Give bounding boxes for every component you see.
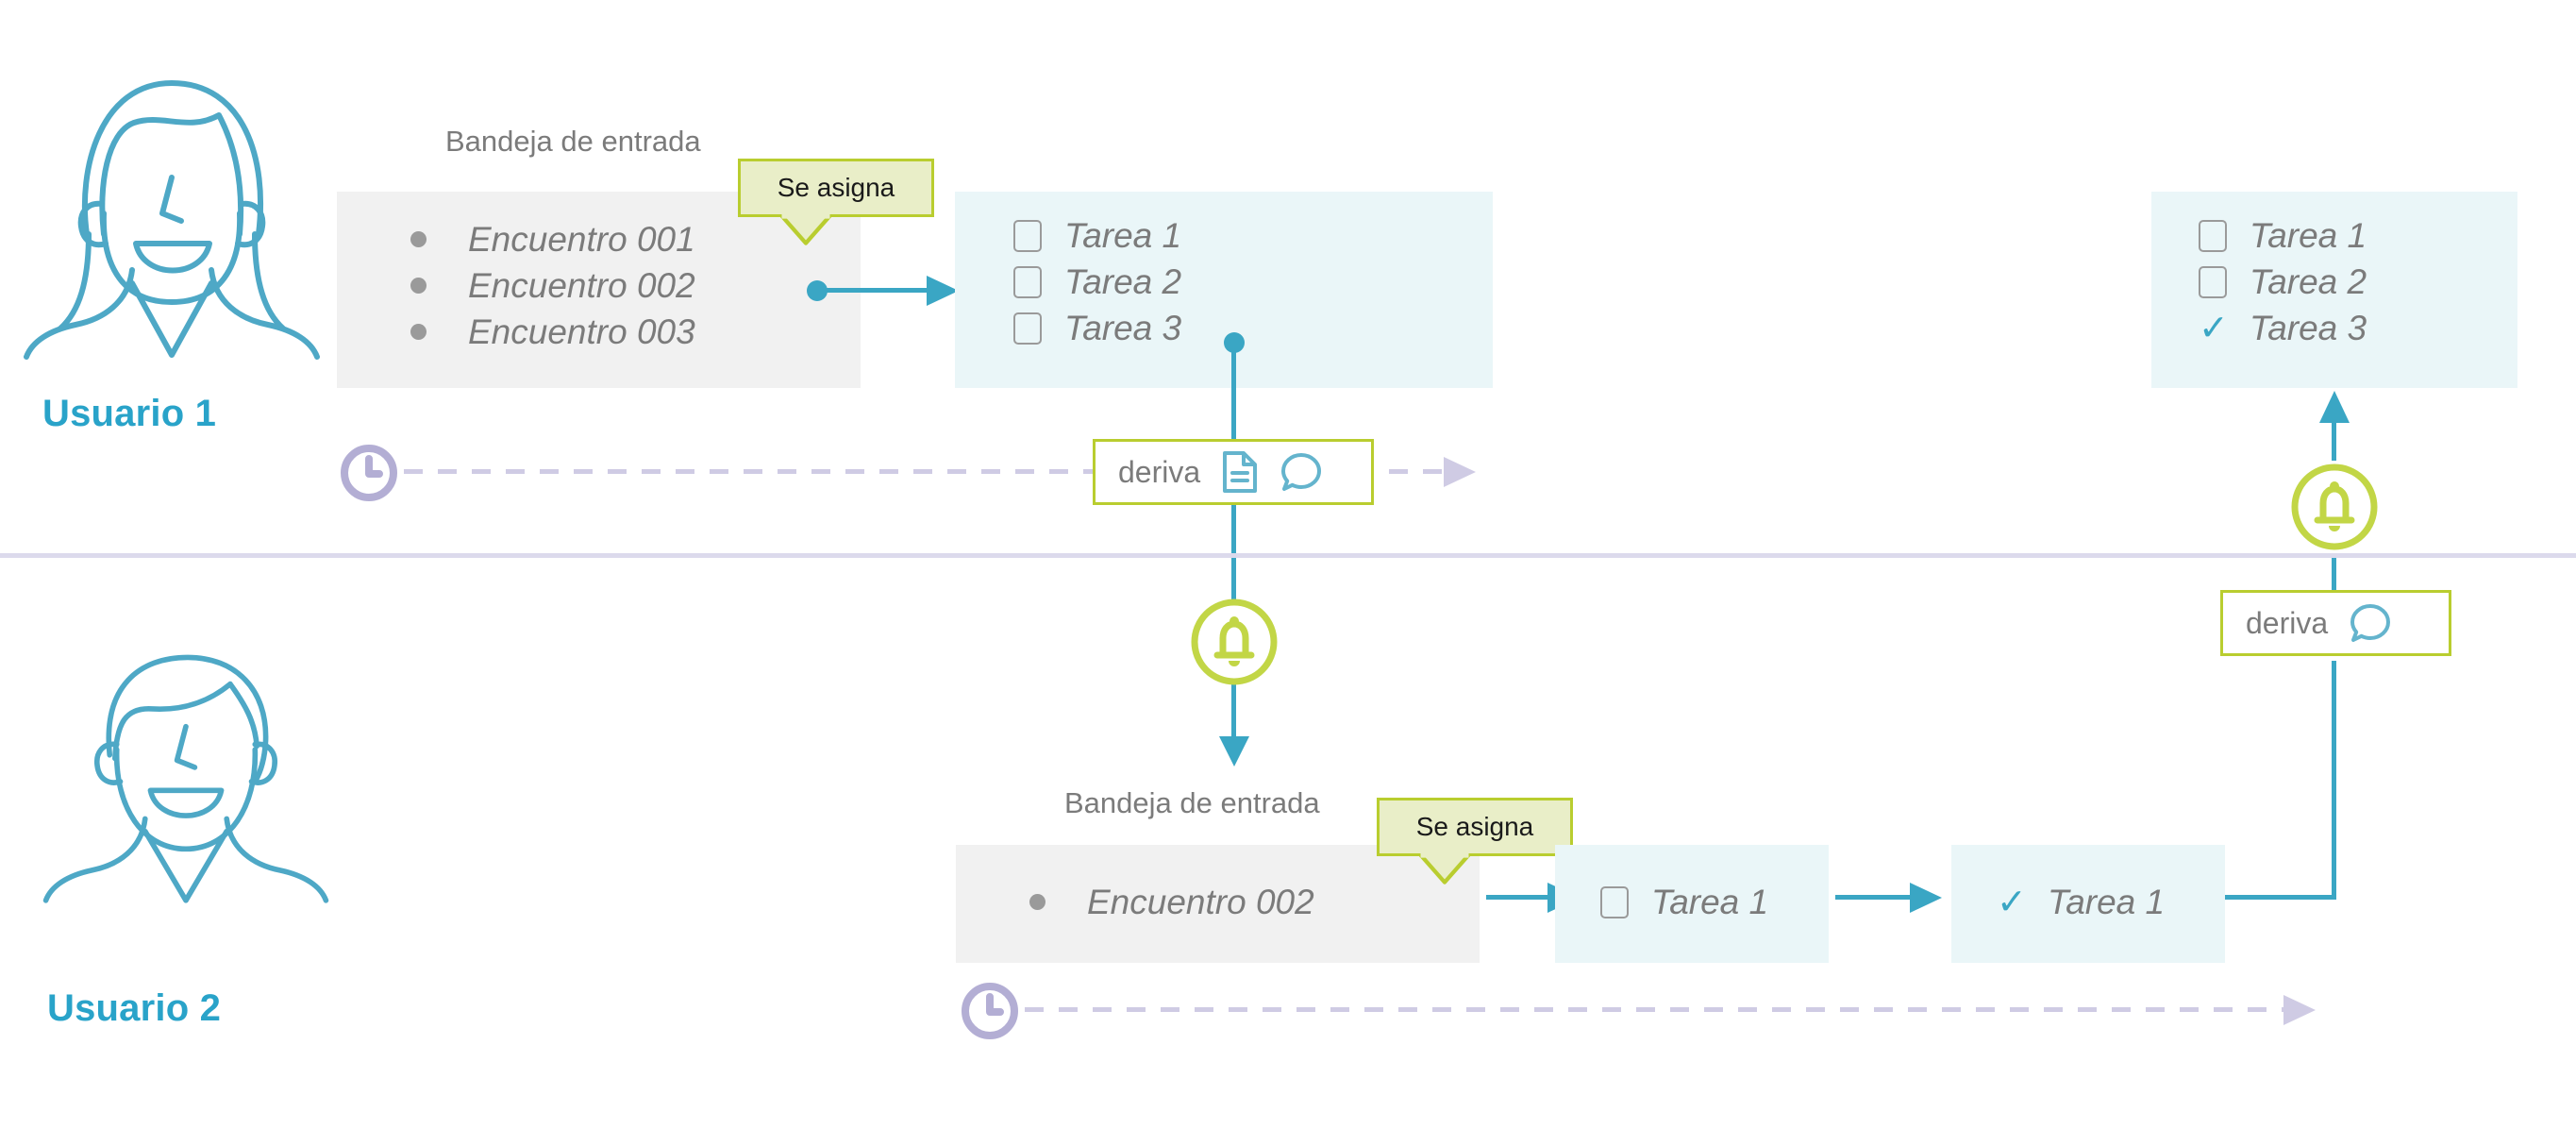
checkbox-unchecked-icon[interactable]	[1013, 219, 1042, 252]
callout-tail-icon	[1418, 851, 1471, 885]
timeline-line	[404, 469, 1451, 474]
task-panel-final: ✓ Tarea 1	[1951, 845, 2225, 963]
inbox-list: Encuentro 002	[956, 845, 1480, 925]
avatar	[21, 45, 323, 366]
connector-line	[826, 288, 934, 293]
list-item[interactable]: Tarea 3	[1013, 305, 1493, 351]
callout-body: Se asigna	[1377, 798, 1573, 856]
inbox-panel: Encuentro 002	[956, 845, 1480, 963]
callout-tail-icon	[779, 212, 832, 245]
task-list: ✓ Tarea 1	[1951, 845, 2225, 925]
task-label: Tarea 3	[2250, 308, 2367, 347]
bullet-icon	[410, 324, 427, 340]
list-item[interactable]: ✓ Tarea 1	[1997, 879, 2225, 925]
task-label: Tarea 1	[1651, 882, 1769, 921]
checkbox-unchecked-icon[interactable]	[2199, 265, 2227, 298]
connector-line	[2225, 895, 2336, 900]
arrow-right-icon	[927, 276, 959, 306]
list-item[interactable]: Tarea 1	[1013, 212, 1493, 259]
connector-line-vertical	[2332, 557, 2336, 608]
task-panel: Tarea 1 Tarea 2 Tarea 3	[955, 192, 1493, 388]
connector-line-vertical	[2332, 661, 2336, 897]
task-panel: Tarea 1	[1555, 845, 1829, 963]
list-item[interactable]: Encuentro 002	[410, 262, 861, 309]
list-item[interactable]: Tarea 1	[1600, 879, 1829, 925]
task-list: Tarea 1	[1555, 845, 1829, 925]
inbox-item-label: Encuentro 001	[468, 219, 695, 259]
checkbox-checked-icon[interactable]: ✓	[2199, 309, 2229, 348]
task-list: Tarea 1 Tarea 2 ✓ Tarea 3	[2151, 192, 2517, 351]
arrow-right-icon	[1444, 457, 1476, 487]
lane-divider	[0, 553, 2576, 558]
list-item[interactable]: Tarea 2	[1013, 259, 1493, 305]
inbox-item-label: Encuentro 002	[1087, 882, 1314, 921]
list-item[interactable]: ✓ Tarea 3	[2199, 305, 2517, 351]
callout-se-asigna: Se asigna	[1377, 798, 1573, 885]
list-item[interactable]: Tarea 2	[2199, 259, 2517, 305]
arrow-down-icon	[1219, 736, 1249, 767]
avatar	[40, 634, 332, 927]
connector-line-vertical	[1231, 651, 1236, 746]
callout-body: Se asigna	[738, 159, 934, 217]
arrow-right-icon	[2283, 995, 2316, 1025]
list-item[interactable]: Encuentro 003	[410, 309, 861, 355]
arrow-up-icon	[2319, 391, 2350, 423]
task-label: Tarea 2	[1064, 261, 1182, 301]
user-label: Usuario 2	[47, 987, 222, 1029]
list-item[interactable]: Encuentro 001	[410, 216, 861, 262]
task-label: Tarea 1	[1064, 215, 1182, 255]
bullet-icon	[1029, 894, 1045, 910]
comment-bubble-icon[interactable]	[2349, 601, 2392, 645]
bell-icon	[2291, 463, 2378, 550]
task-list: Tarea 1 Tarea 2 Tarea 3	[955, 192, 1493, 351]
checkbox-unchecked-icon[interactable]	[1600, 885, 1629, 918]
inbox-title: Bandeja de entrada	[1064, 786, 1320, 819]
deriva-badge[interactable]: deriva	[2220, 590, 2451, 656]
deriva-badge[interactable]: deriva	[1093, 439, 1374, 505]
inbox-item-label: Encuentro 003	[468, 312, 695, 351]
clock-icon	[962, 983, 1018, 1039]
connector-line	[1835, 895, 1918, 900]
bullet-icon	[410, 231, 427, 247]
deriva-label: deriva	[1118, 454, 1201, 489]
checkbox-checked-icon[interactable]: ✓	[1997, 883, 2027, 922]
list-item[interactable]: Tarea 1	[2199, 212, 2517, 259]
bell-icon	[1191, 598, 1278, 685]
checkbox-unchecked-icon[interactable]	[1013, 312, 1042, 345]
arrow-right-icon	[1910, 883, 1942, 913]
timeline-line	[1025, 1007, 2289, 1012]
task-label: Tarea 1	[2048, 882, 2166, 921]
checkbox-unchecked-icon[interactable]	[1013, 265, 1042, 298]
deriva-label: deriva	[2246, 605, 2329, 640]
inbox-list: Encuentro 001 Encuentro 002 Encuentro 00…	[337, 192, 861, 355]
inbox-panel: Encuentro 001 Encuentro 002 Encuentro 00…	[337, 192, 861, 388]
avatar-male-icon	[42, 654, 329, 903]
comment-bubble-icon[interactable]	[1280, 450, 1323, 494]
avatar-female-icon	[24, 80, 320, 360]
document-icon[interactable]	[1221, 450, 1259, 494]
task-label: Tarea 3	[1064, 308, 1182, 347]
list-item[interactable]: Encuentro 002	[1029, 879, 1480, 925]
task-label: Tarea 1	[2250, 215, 2367, 255]
inbox-item-label: Encuentro 002	[468, 265, 695, 305]
bullet-icon	[410, 278, 427, 294]
inbox-title: Bandeja de entrada	[445, 125, 701, 158]
connector-line-vertical	[2332, 419, 2336, 461]
connector-line	[1486, 895, 1556, 900]
callout-se-asigna: Se asigna	[738, 159, 934, 245]
connector-dot	[807, 280, 828, 301]
clock-icon	[341, 445, 397, 501]
checkbox-unchecked-icon[interactable]	[2199, 219, 2227, 252]
task-label: Tarea 2	[2250, 261, 2367, 301]
user-label: Usuario 1	[42, 393, 217, 434]
task-panel-final: Tarea 1 Tarea 2 ✓ Tarea 3	[2151, 192, 2517, 388]
